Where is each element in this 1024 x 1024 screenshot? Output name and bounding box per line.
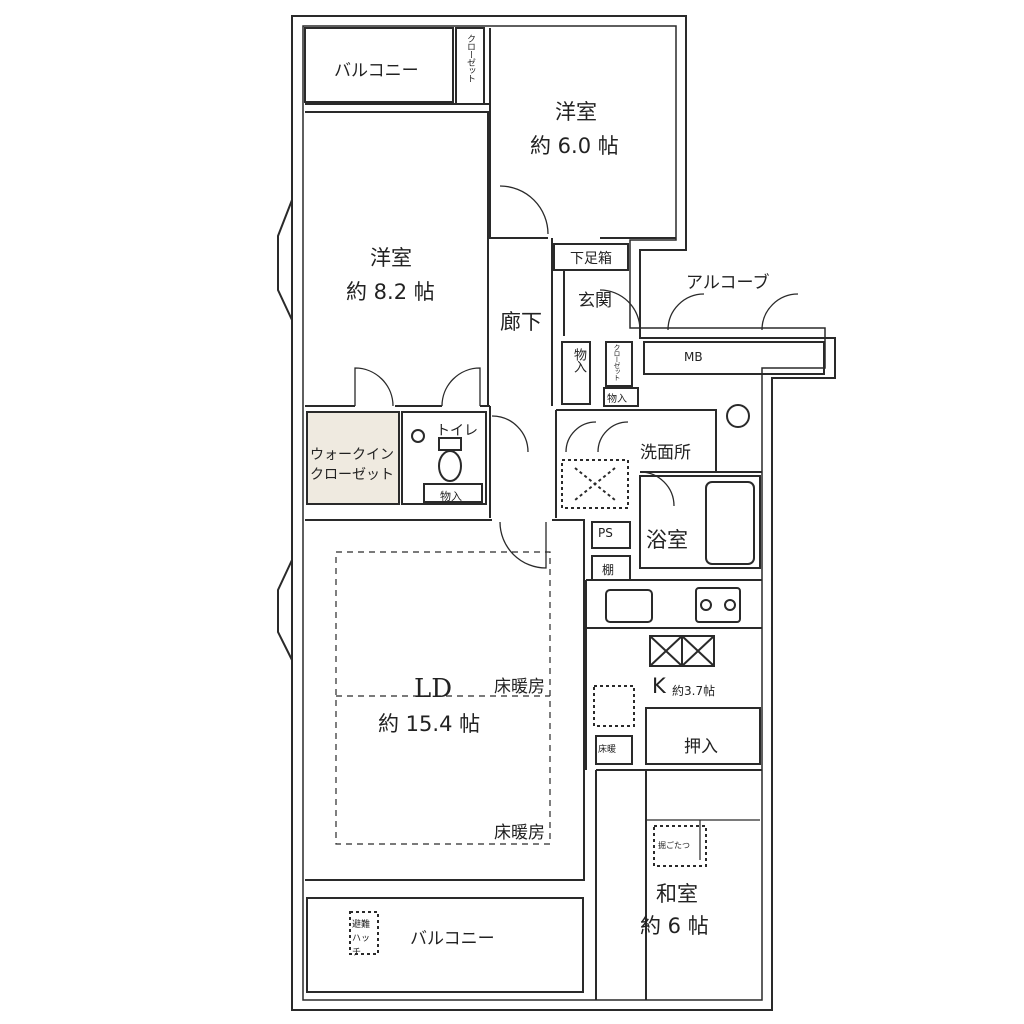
walk-in-closet-outline [306, 411, 400, 505]
wash-basin [726, 404, 750, 428]
kitchen-walls [585, 579, 762, 770]
toilet-bowl [438, 450, 462, 482]
tatami-lines [646, 819, 760, 860]
door-arc-4 [491, 415, 529, 453]
door-arc-1 [499, 185, 549, 235]
door-arc-5 [499, 521, 547, 569]
balcony-bottom-outline [306, 897, 584, 993]
kitchen-label: K [652, 674, 666, 698]
wall-top-divider [305, 103, 490, 113]
walk-in-closet-label-1: ウォークイン [310, 447, 394, 463]
door-arc-6 [599, 289, 641, 331]
door-arc-9 [565, 421, 597, 453]
door-arc-2 [354, 367, 394, 407]
western-room-1-walls [489, 28, 676, 239]
toilet-tank [438, 437, 462, 451]
door-arc-3 [441, 367, 481, 407]
ps-outline [591, 521, 631, 549]
fridge-space [593, 685, 635, 727]
kitchen-cabinet-2 [681, 635, 715, 667]
washer-x [574, 467, 616, 501]
washroom-label: 洗面所 [640, 443, 691, 463]
western-room-1-size: 約 6.0 帖 [530, 134, 619, 158]
washitsu-size: 約 6 帖 [640, 914, 709, 938]
door-arc-10 [597, 421, 629, 453]
outer-wall-inner [302, 25, 826, 1001]
door-arc-7 [667, 293, 705, 331]
shoe-box-outline [553, 243, 629, 271]
window-left-1 [277, 199, 293, 321]
kitchen-cabinet-x [649, 635, 715, 667]
floor-heat-small [595, 735, 633, 765]
shelf-label: 棚 [602, 563, 615, 577]
toilet-outline [401, 411, 487, 505]
kitchen-stove [695, 587, 741, 623]
kitchen-size: 約3.7帖 [672, 684, 716, 698]
toilet-label: トイレ [436, 423, 478, 439]
floor-heating-3-label: 床暖 [598, 745, 617, 755]
western-room-2-label: 洋室 [370, 246, 412, 270]
storage-2-label: 物入 [607, 394, 627, 405]
closet-small-label: クローゼット [613, 344, 621, 380]
window-left-2 [277, 559, 293, 661]
bathtub [705, 481, 755, 565]
storage-2-outline [603, 387, 639, 407]
western-room-1-label: 洋室 [555, 100, 597, 124]
balcony-top-label: バルコニー [334, 61, 419, 81]
storage-1-outline [561, 341, 591, 405]
ld-wall [305, 519, 585, 881]
evac-hatch-label: 避難ハッチ [352, 920, 371, 958]
kotatsu-outline [653, 825, 707, 867]
floor-heating-1-label: 床暖房 [494, 677, 545, 697]
balcony-bottom-label: バルコニー [410, 929, 495, 949]
toilet-sink [411, 429, 425, 443]
oshiire-outline [645, 707, 761, 765]
door-arc-8 [761, 293, 799, 331]
outer-wall [291, 15, 836, 1011]
storage-3-label: 物入 [440, 490, 462, 503]
kitchen-sink [605, 589, 653, 623]
closet-small-outline [605, 341, 633, 387]
washitsu-walls [595, 769, 762, 1000]
kotatsu-label: 掘ごたつ [658, 841, 690, 850]
shoe-box-label: 下足箱 [570, 251, 612, 267]
entrance-label: 玄関 [578, 291, 612, 311]
floor-heating-2-label: 床暖房 [494, 823, 545, 843]
ld-label: LD [414, 674, 453, 704]
oshiire-label: 押入 [684, 737, 718, 757]
washroom-walls [556, 409, 762, 473]
walk-in-closet-label-2: クローゼット [310, 467, 394, 483]
stove-burner-2 [724, 599, 736, 611]
ps-label: PS [598, 526, 613, 540]
evac-hatch-outline [349, 911, 379, 955]
washitsu-label: 和室 [656, 882, 698, 906]
balcony-top-outline [304, 27, 454, 103]
door-arc-11 [639, 471, 675, 507]
toilet-storage [423, 483, 483, 503]
stove-burner-1 [700, 599, 712, 611]
ld-size: 約 15.4 帖 [378, 712, 481, 736]
mb-outline [643, 341, 825, 375]
washer-space [561, 459, 629, 509]
hallway-label: 廊下 [500, 310, 542, 334]
alcove-label: アルコーブ [686, 273, 770, 293]
mb-label: MB [684, 350, 703, 364]
western-room-2-size: 約 8.2 帖 [346, 280, 435, 304]
storage-1-label: 物入 [571, 348, 586, 372]
hall-wall [489, 238, 557, 518]
bath-label: 浴室 [646, 528, 688, 552]
closet-top-label: クローゼット [465, 34, 475, 82]
bath-outline [639, 475, 761, 569]
